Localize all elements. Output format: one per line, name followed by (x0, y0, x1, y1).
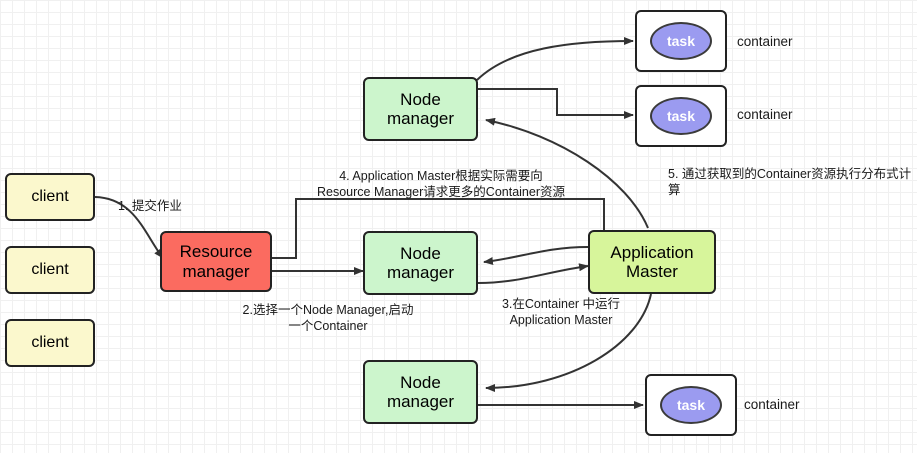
edge-label-step-3: 3.在Container 中运行 Application Master (501, 297, 621, 327)
edge-top-node-manager-to-task-2 (478, 88, 634, 119)
container-label-1: container (737, 34, 793, 49)
container-label-2: container (737, 107, 793, 122)
task-ellipse-3[interactable]: task (660, 386, 722, 424)
edge-label-step-4: 4. Application Master根据实际需要向 Resource Ma… (316, 169, 565, 199)
task-ellipse-2[interactable]: task (650, 97, 712, 135)
edge-client-to-resource-manager (94, 196, 164, 259)
edge-application-master-to-bottom-node-manager (485, 293, 652, 392)
edge-application-master-to-node-manager (483, 246, 589, 265)
node-manager-box-middle[interactable]: Node manager (363, 231, 478, 295)
edge-application-master-to-resource-manager (227, 198, 605, 262)
edge-application-master-to-top-node-manager (485, 117, 649, 229)
edge-node-manager-to-application-master (477, 263, 589, 284)
client-box-1[interactable]: client (5, 173, 95, 221)
node-manager-box-top[interactable]: Node manager (363, 77, 478, 141)
resource-manager-box[interactable]: Resource manager (160, 231, 272, 292)
edge-label-step-5: 5. 通过获取到的Container资源执行分布式计算 (668, 167, 912, 197)
application-master-box[interactable]: Application Master (588, 230, 716, 294)
edge-top-node-manager-to-task-1 (476, 37, 634, 81)
task-ellipse-1[interactable]: task (650, 22, 712, 60)
container-label-3: container (744, 397, 800, 412)
node-manager-box-bottom[interactable]: Node manager (363, 360, 478, 424)
edge-label-step-1: 1. 提交作业 (118, 199, 182, 213)
client-box-2[interactable]: client (5, 246, 95, 294)
edge-label-step-2: 2.选择一个Node Manager,启动 一个Container (242, 303, 414, 333)
client-box-3[interactable]: client (5, 319, 95, 367)
